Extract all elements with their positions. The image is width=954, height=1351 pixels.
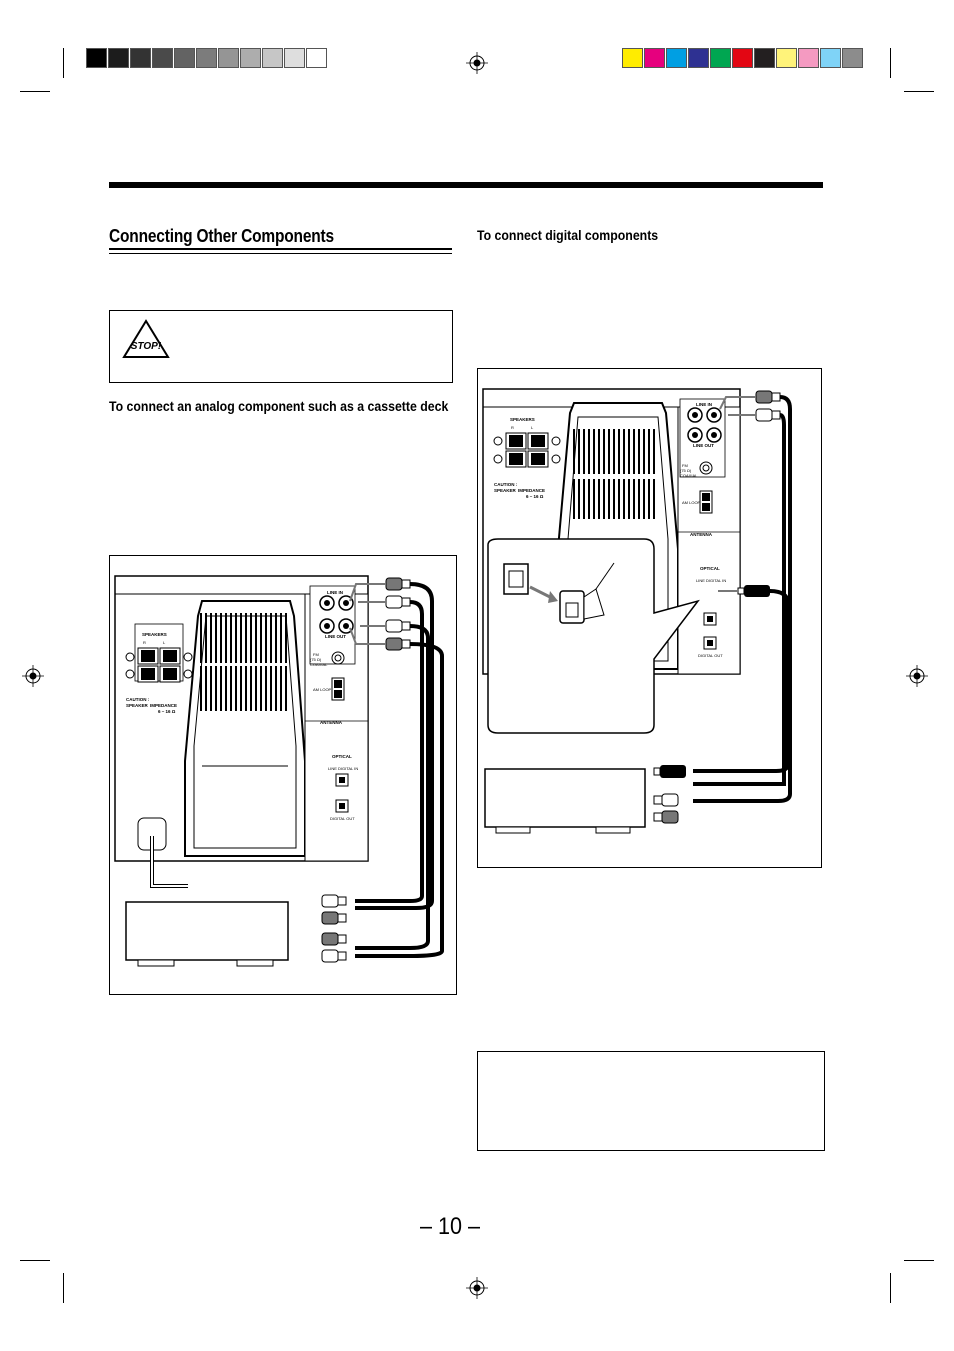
color-swatch bbox=[842, 48, 863, 68]
registration-mark-icon bbox=[466, 52, 488, 74]
line-digital-in-label: LINE DIGITAL IN bbox=[328, 766, 358, 771]
coaxial-label: COAXIAL bbox=[310, 662, 328, 667]
color-swatch bbox=[732, 48, 753, 68]
stop-label: STOP! bbox=[131, 341, 162, 352]
line-out-label: LINE OUT bbox=[325, 634, 346, 639]
impedance-value: 6 – 16 Ω bbox=[526, 494, 544, 499]
speaker-label: SPEAKER bbox=[126, 703, 149, 708]
caution-label: CAUTION : bbox=[494, 482, 518, 487]
digital-out-label: DIGITAL OUT bbox=[330, 816, 355, 821]
color-swatch bbox=[86, 48, 107, 68]
optical-label: OPTICAL bbox=[700, 566, 720, 571]
color-swatch bbox=[754, 48, 775, 68]
color-swatch bbox=[688, 48, 709, 68]
l-label: L bbox=[531, 425, 534, 430]
fm-ohm-label: (75 Ω) bbox=[310, 657, 322, 662]
color-swatch bbox=[174, 48, 195, 68]
digital-out-label: DIGITAL OUT bbox=[698, 653, 723, 658]
color-swatch bbox=[130, 48, 151, 68]
crop-mark bbox=[890, 48, 891, 78]
speaker-label: SPEAKER bbox=[494, 488, 517, 493]
registration-mark-icon bbox=[466, 1277, 488, 1299]
color-swatch bbox=[240, 48, 261, 68]
caution-label: CAUTION : bbox=[126, 697, 150, 702]
antenna-label: ANTENNA bbox=[690, 532, 713, 537]
header-rule bbox=[109, 182, 823, 188]
fm-label: FM bbox=[313, 652, 319, 657]
speakers-label: SPEAKERS bbox=[510, 417, 535, 422]
color-swatch bbox=[820, 48, 841, 68]
am-loop-label: AM LOOP bbox=[313, 687, 332, 692]
color-swatch bbox=[108, 48, 129, 68]
digital-connection-diagram: SPEAKERS R L CAUTION : SPEAKER IMPEDANCE… bbox=[477, 368, 822, 868]
fm-label: FM bbox=[682, 463, 688, 468]
color-swatch bbox=[196, 48, 217, 68]
crop-mark bbox=[904, 1260, 934, 1261]
color-swatch bbox=[306, 48, 327, 68]
digital-section-heading: To connect digital components bbox=[477, 227, 659, 243]
color-swatch bbox=[710, 48, 731, 68]
fm-ohm-label: (75 Ω) bbox=[680, 468, 692, 473]
am-loop-label: AM LOOP bbox=[682, 500, 701, 505]
analog-connection-diagram: SPEAKERS R L CAUTION : SPEAKER IMPEDANCE… bbox=[109, 555, 457, 995]
title-underline bbox=[109, 248, 452, 250]
coaxial-label: COAXIAL bbox=[680, 473, 698, 478]
color-swatch bbox=[284, 48, 305, 68]
line-digital-in-label: LINE DIGITAL IN bbox=[696, 578, 726, 583]
caution-box: STOP! bbox=[109, 310, 453, 383]
page-title: Connecting Other Components bbox=[109, 226, 334, 246]
registration-mark-icon bbox=[906, 665, 928, 687]
crop-mark bbox=[63, 1273, 64, 1303]
impedance-value: 6 – 16 Ω bbox=[158, 709, 176, 714]
impedance-label: IMPEDANCE bbox=[150, 703, 177, 708]
optical-label: OPTICAL bbox=[332, 754, 352, 759]
crop-mark bbox=[904, 91, 934, 92]
color-swatch bbox=[798, 48, 819, 68]
speakers-label: SPEAKERS bbox=[142, 632, 167, 637]
crop-mark bbox=[20, 91, 50, 92]
color-swatch bbox=[262, 48, 283, 68]
analog-section-heading: To connect an analog component such as a… bbox=[109, 398, 449, 414]
color-swatch bbox=[622, 48, 643, 68]
color-swatch bbox=[152, 48, 173, 68]
l-label: L bbox=[163, 640, 166, 645]
color-swatch bbox=[776, 48, 797, 68]
title-underline bbox=[109, 253, 452, 254]
impedance-label: IMPEDANCE bbox=[518, 488, 545, 493]
line-in-label: LINE IN bbox=[696, 402, 712, 407]
color-swatch bbox=[218, 48, 239, 68]
digital-wiring-illustration: SPEAKERS R L CAUTION : SPEAKER IMPEDANCE… bbox=[482, 388, 792, 834]
line-in-label: LINE IN bbox=[327, 590, 343, 595]
color-swatch bbox=[666, 48, 687, 68]
color-swatch bbox=[644, 48, 665, 68]
antenna-label: ANTENNA bbox=[320, 720, 343, 725]
page-number: – 10 – bbox=[420, 1213, 481, 1240]
stop-warning-icon: STOP! bbox=[122, 319, 170, 358]
r-label: R bbox=[511, 425, 514, 430]
crop-mark bbox=[63, 48, 64, 78]
crop-mark bbox=[20, 1260, 50, 1261]
r-label: R bbox=[143, 640, 146, 645]
crop-mark bbox=[890, 1273, 891, 1303]
registration-mark-icon bbox=[22, 665, 44, 687]
line-out-label: LINE OUT bbox=[693, 443, 714, 448]
note-box bbox=[477, 1051, 825, 1151]
analog-wiring-illustration: SPEAKERS R L CAUTION : SPEAKER IMPEDANCE… bbox=[114, 575, 444, 967]
